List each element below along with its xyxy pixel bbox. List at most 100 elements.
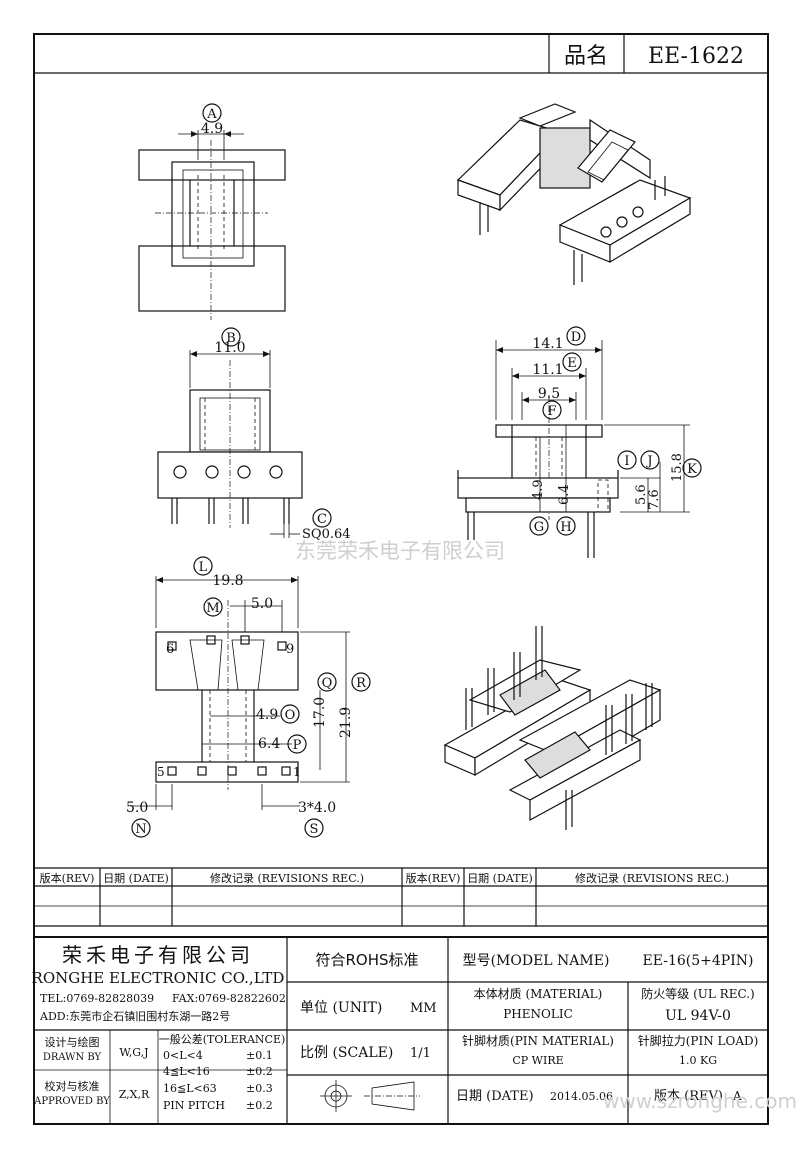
dim-letter-b: B [226, 331, 236, 346]
rev-header-date-2: 日期 (DATE) [467, 872, 533, 885]
tolerance-range-2: 4≦L<16 [163, 1065, 210, 1078]
dim-letter-o: O [285, 708, 296, 723]
dim-m-value: 5.0 [251, 596, 273, 612]
isometric-view-top [456, 103, 692, 285]
date-label: 日期 (DATE) [456, 1089, 534, 1104]
dim-marker-g [529, 516, 549, 536]
dim-marker-h [556, 516, 576, 536]
dim-marker-l [193, 556, 213, 576]
dim-letter-k: K [687, 462, 697, 477]
part-name-header: 品名 EE-1622 [34, 34, 768, 74]
dim-letter-m: M [206, 601, 219, 616]
title-block [34, 936, 768, 1124]
tolerance-range-3: 16≦L<63 [163, 1082, 217, 1095]
dim-f-value: 9.5 [538, 386, 560, 402]
material-label: 本体材质 (MATERIAL) [474, 987, 603, 1001]
dim-marker-q [317, 672, 337, 692]
dim-letter-i: I [624, 454, 629, 469]
tolerance-title: 一般公差(TOLERANCE) [159, 1032, 286, 1046]
pin-label-9: 9 [286, 642, 294, 657]
dim-letter-h: H [560, 520, 571, 535]
dim-o-value: 4.9 [256, 707, 278, 723]
dim-letter-f: F [547, 404, 556, 419]
company-address: ADD:东莞市企石镇旧围村东湖一路2号 [39, 1009, 230, 1023]
model-name-value: EE-16(5+4PIN) [643, 953, 754, 969]
dim-letter-g: G [534, 520, 544, 535]
scale-value: 1/1 [410, 1046, 431, 1061]
tolerance-value-2: ±0.2 [246, 1065, 273, 1078]
date-value: 2014.05.06 [550, 1090, 613, 1103]
dim-marker-f [542, 400, 562, 420]
side-view [457, 340, 690, 558]
dim-s-value: 3*4.0 [298, 800, 336, 816]
company-name-cn: 荣禾电子有限公司 [62, 943, 254, 967]
dim-marker-i [617, 450, 637, 470]
dim-letter-d: D [571, 330, 581, 345]
ul-rating-label: 防火等级 (UL REC.) [641, 986, 754, 1001]
approved-by-en: APPROVED BY [33, 1096, 110, 1107]
dim-marker-c [312, 508, 332, 528]
rev-header-rec-2: 修改记录 (REVISIONS REC.) [575, 871, 729, 885]
dim-letter-c: C [317, 512, 327, 527]
dim-p-value: 6.4 [258, 736, 280, 752]
rev-header-rev-1: 版本(REV) [40, 871, 95, 885]
dim-letter-e: E [567, 356, 577, 371]
dim-marker-e [562, 352, 582, 372]
rev-header-date-1: 日期 (DATE) [103, 872, 169, 885]
scale-label: 比例 (SCALE) [300, 1045, 393, 1061]
dim-h-value: 6.4 [557, 484, 572, 505]
bottom-view [130, 576, 350, 810]
part-number: EE-1622 [648, 44, 744, 69]
dim-k-value: 15.8 [670, 453, 685, 482]
company-fax: FAX:0769-82822602 [172, 992, 286, 1005]
dim-letter-q: Q [322, 676, 333, 691]
company-name-en: RONGHE ELECTRONIC CO.,LTD [32, 969, 285, 987]
dim-i-value: 5.6 [634, 484, 649, 505]
dim-marker-k [682, 458, 702, 478]
drawn-by-cn: 设计与绘图 [45, 1035, 100, 1049]
dim-l-value: 19.8 [212, 573, 243, 589]
dim-letter-a: A [206, 107, 217, 122]
rev-header-rec-1: 修改记录 (REVISIONS REC.) [210, 871, 364, 885]
dim-marker-d [566, 326, 586, 346]
tolerance-range-1: 0<L<4 [163, 1049, 203, 1062]
dim-g-value: 4.9 [531, 479, 546, 500]
dim-marker-a [202, 103, 222, 123]
dim-marker-p [287, 734, 307, 754]
dim-marker-n [131, 818, 151, 838]
tolerance-value-4: ±0.2 [246, 1099, 273, 1112]
isometric-view-bottom [443, 626, 662, 830]
rev-value: A [732, 1089, 742, 1103]
top-view [138, 130, 286, 320]
model-name-label: 型号(MODEL NAME) [463, 953, 610, 969]
rohs-label: 符合ROHS标准 [315, 951, 418, 969]
sheet-border [33, 33, 769, 1125]
dim-marker-r [351, 672, 371, 692]
pin-load-label: 针脚拉力(PIN LOAD) [638, 1033, 759, 1048]
revision-table: 版本(REV) 日期 (DATE) 修改记录 (REVISIONS REC.) … [34, 867, 768, 927]
tolerance-value-1: ±0.1 [246, 1049, 273, 1062]
dim-n-value: 5.0 [126, 800, 148, 816]
dim-marker-m [203, 597, 223, 617]
pin-label-5: 5 [157, 765, 165, 779]
material-value: PHENOLIC [503, 1007, 573, 1021]
rev-header-rev-2: 版本(REV) [406, 871, 461, 885]
approved-by-name: Z,X,R [119, 1088, 150, 1101]
dim-letter-n: N [135, 822, 146, 837]
tolerance-value-3: ±0.3 [246, 1082, 273, 1095]
approved-by-cn: 校对与核准 [45, 1079, 100, 1093]
dim-letter-l: L [199, 560, 208, 575]
rev-label: 版本 (REV) [654, 1089, 723, 1104]
dim-letter-p: P [293, 738, 302, 753]
dim-e-value: 11.1 [532, 362, 563, 378]
pin-label-1: 1 [293, 765, 301, 779]
dim-b-value: 11.0 [214, 340, 245, 356]
front-view [157, 350, 303, 538]
unit-label: 单位 (UNIT) [300, 1000, 382, 1016]
pin-material-label: 针脚材质(PIN MATERIAL) [462, 1033, 614, 1048]
company-tel: TEL:0769-82828039 [40, 992, 154, 1005]
unit-value: MM [410, 1001, 437, 1016]
tolerance-range-4: PIN PITCH [163, 1099, 225, 1112]
ul-rating-value: UL 94V-0 [665, 1008, 731, 1024]
dim-letter-j: J [645, 454, 652, 469]
